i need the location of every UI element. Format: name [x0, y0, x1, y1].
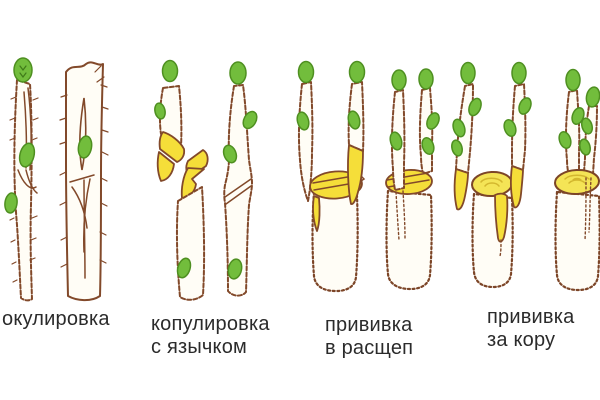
bark-flap — [494, 192, 509, 243]
side-bud — [452, 118, 466, 138]
side-bud — [503, 118, 517, 138]
stump-with-scions — [554, 190, 600, 292]
label-line: прививка — [487, 306, 575, 328]
stump-top-cut — [554, 168, 600, 196]
label-line: окулировка — [2, 308, 110, 330]
side-bud — [421, 136, 435, 156]
side-bud — [426, 112, 440, 130]
top-bud — [565, 68, 581, 92]
hatch-marks — [9, 96, 39, 283]
top-bud — [229, 61, 247, 85]
technique-rasschep-drawing — [296, 60, 440, 293]
scion-inside-stump-lines — [395, 190, 406, 241]
sap-drip — [312, 195, 321, 232]
top-bud — [348, 60, 366, 84]
side-bud — [242, 110, 258, 130]
top-bud — [511, 61, 527, 85]
joined-graft — [223, 84, 253, 297]
lower-bud — [227, 258, 243, 280]
tongue-flap — [180, 167, 205, 199]
top-bud — [418, 68, 434, 90]
tongue-flap — [156, 151, 175, 182]
label-line: в расщеп — [325, 337, 414, 359]
label-line: за кору — [487, 329, 556, 351]
side-bud — [296, 111, 310, 131]
technique-kopulirovka-drawing — [154, 59, 258, 301]
growth-rings — [564, 174, 590, 184]
top-bud — [585, 86, 600, 108]
rootstock-lower-piece — [175, 186, 206, 301]
technique-za-koru-drawing — [451, 61, 600, 292]
stump-cleft — [311, 190, 359, 293]
inserted-scion-right — [418, 87, 434, 175]
side-bud — [451, 139, 463, 157]
side-bud — [558, 130, 572, 150]
bud-scales — [19, 65, 27, 78]
top-bud — [161, 59, 179, 83]
label-line: прививка — [325, 314, 413, 336]
middle-bud — [18, 142, 36, 168]
label-kopulirovka-s-yazychkom: копулировка с язычком — [151, 313, 270, 359]
top-bud — [297, 60, 315, 84]
graft-joint-lines — [224, 178, 252, 205]
stump-with-scions — [385, 189, 433, 291]
side-bud — [222, 144, 238, 164]
inserted-scion-left — [564, 89, 581, 177]
side-bud — [571, 107, 585, 125]
label-line: копулировка — [151, 313, 270, 335]
top-bud — [460, 61, 476, 85]
label-privivka-v-rasschep: прививка в расщеп — [325, 314, 413, 360]
label-privivka-za-koru: прививка за кору — [487, 306, 574, 352]
side-bud — [347, 110, 361, 130]
side-bud — [468, 97, 482, 117]
technique-okulirovka-drawing — [4, 57, 109, 302]
side-bud — [154, 102, 166, 120]
stump-top-cut — [471, 170, 513, 198]
side-bud — [518, 97, 532, 115]
side-bud — [389, 131, 403, 151]
side-bud — [580, 117, 594, 135]
lower-bud — [4, 192, 18, 214]
inserted-bud — [77, 135, 93, 159]
tongue-cut-face — [158, 131, 186, 163]
side-bud — [579, 138, 591, 156]
scion-inside-stump-lines — [584, 177, 592, 241]
bud-shield-flap — [17, 169, 37, 189]
wedge-cut-face — [347, 144, 364, 205]
hatch-marks — [59, 65, 109, 268]
top-bud — [391, 69, 407, 91]
bark-slit-line — [499, 239, 502, 257]
growth-rings — [480, 177, 503, 187]
budstick — [13, 79, 33, 302]
slant-cut-face — [510, 165, 524, 209]
label-line: с язычком — [151, 336, 247, 358]
label-okulirovka: окулировка — [2, 308, 110, 331]
lower-bud — [176, 257, 192, 279]
slant-cut-face — [453, 168, 469, 211]
t-cut-flap-lines — [69, 174, 95, 279]
